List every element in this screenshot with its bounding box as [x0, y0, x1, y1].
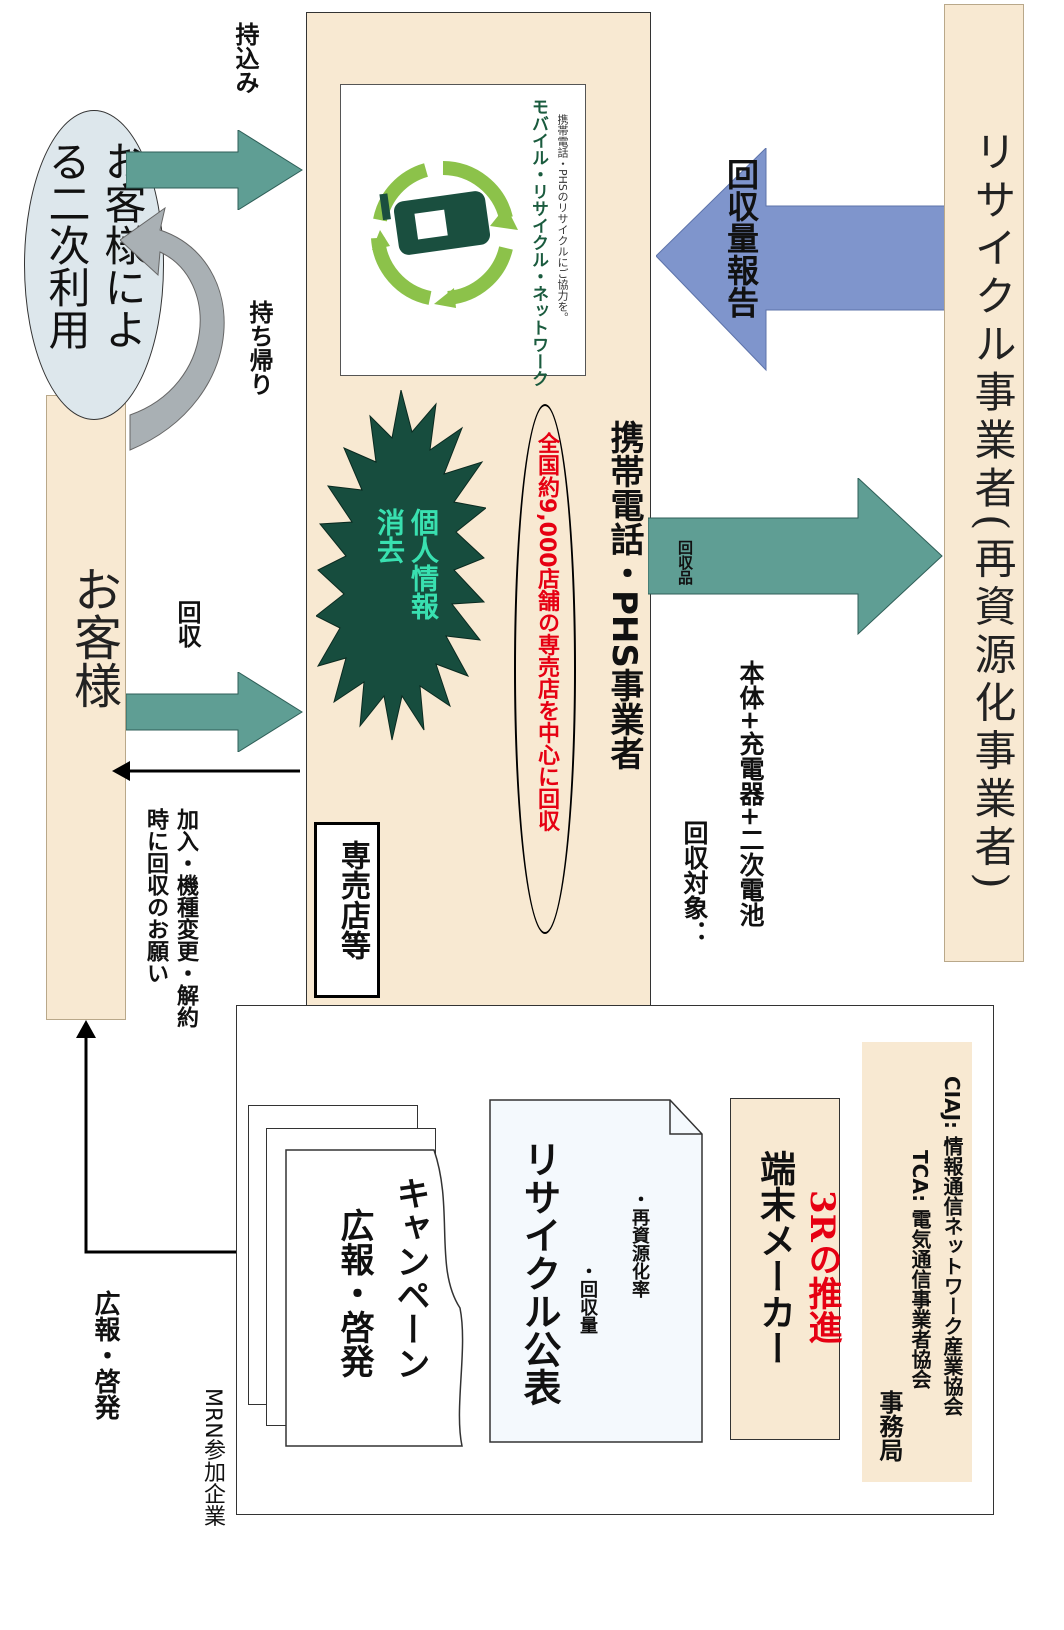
publication-doc — [489, 1099, 703, 1443]
collection-arrow — [126, 672, 303, 752]
pr-connector — [76, 1020, 240, 1254]
campaign-line1: 広報・啓発 — [334, 1208, 374, 1378]
request-note: 加入・機種変更・解約時に回収のお願い — [143, 808, 198, 1028]
maker-box — [730, 1098, 840, 1440]
mrn-logo-name: モバイル・リサイクル・ネットワーク — [528, 98, 548, 387]
collected-goods-label: 回収品 — [676, 540, 694, 585]
recycler-panel — [944, 4, 1024, 962]
secretariat-tca: TCA: 電気通信事業者協会 — [908, 1150, 932, 1390]
publication-item2: ・再資源化率 — [629, 1190, 650, 1298]
collection-target-heading: 回収対象： — [680, 820, 709, 945]
collection-target-items: 本体+充電器+二次電池 — [736, 660, 765, 927]
nationwide-label: 全国約9,000店舗の専売店を中心に回収 — [534, 432, 559, 832]
publication-title: リサイクル公表 — [517, 1140, 561, 1406]
collected-goods-arrow — [648, 478, 943, 636]
collection-label: 回収 — [173, 600, 201, 648]
mrn-box-label: MRN参加企業 — [200, 1388, 225, 1527]
secretariat-ciaj: CIAJ: 情報通信ネットワーク産業協会 — [940, 1076, 964, 1416]
report-arrow — [656, 148, 953, 372]
take-home-label: 持ち帰り — [245, 300, 273, 396]
mrn-logo-tagline: 携帯電話・PHSのリサイクルにご協力を。 — [556, 114, 569, 323]
customer-label: お客様 — [65, 565, 121, 709]
privacy-starburst — [316, 390, 486, 741]
customer-bar — [46, 395, 126, 1020]
maker-sub: 3Rの推進 — [802, 1190, 842, 1344]
shop-title: 専売店等 — [335, 840, 370, 960]
take-home-curved-arrow — [120, 206, 225, 451]
secretariat-title: 事務局 — [875, 1390, 903, 1462]
bring-in-arrow — [126, 130, 303, 210]
recycle-phone-icon — [371, 161, 518, 308]
maker-title: 端末メーカー — [754, 1150, 795, 1366]
secretariat-box — [862, 1042, 972, 1482]
privacy-label: 個人情報消去 — [373, 508, 440, 620]
request-arrow — [112, 761, 300, 781]
campaign-line2: キャンペーン — [390, 1176, 430, 1380]
shop-title-box — [314, 822, 380, 998]
report-label: 回収量報告 — [722, 158, 760, 318]
operators-label: 携帯電話・PHS事業者 — [604, 420, 644, 770]
nationwide-ellipse — [514, 404, 576, 934]
campaign-doc-front — [285, 1149, 464, 1447]
publication-item1: ・回収量 — [577, 1262, 598, 1334]
pr-label: 広報・啓発 — [90, 1290, 120, 1420]
bring-in-label: 持込み — [231, 22, 259, 94]
recycler-label: リサイクル事業者(再資源化事業者) — [968, 130, 1017, 895]
